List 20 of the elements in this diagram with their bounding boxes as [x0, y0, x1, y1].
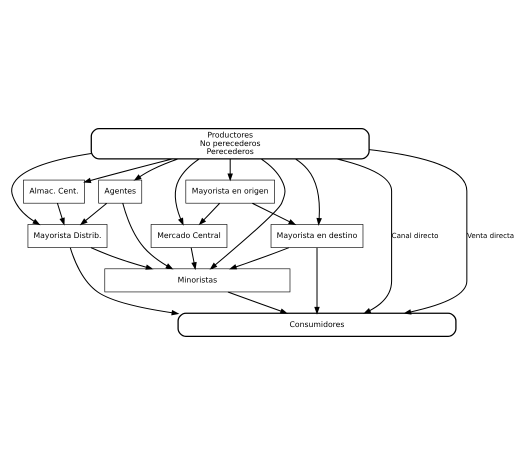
arrow [294, 158, 322, 226]
arrow [90, 247, 154, 270]
arrow [10, 153, 91, 226]
arrow [69, 247, 179, 316]
arrow [79, 203, 106, 226]
arrow [368, 149, 467, 315]
arrow [56, 203, 64, 226]
arrow [227, 292, 288, 314]
arrow [174, 158, 199, 226]
arrow [226, 158, 232, 182]
arrow [82, 158, 172, 184]
arrow [209, 158, 285, 270]
arrow [198, 203, 220, 226]
arrow [228, 247, 289, 270]
arrow [122, 203, 174, 270]
arrow [190, 248, 196, 270]
arrow [336, 158, 392, 314]
arrow [314, 248, 320, 315]
arrow [252, 202, 296, 226]
arrow [133, 158, 178, 181]
